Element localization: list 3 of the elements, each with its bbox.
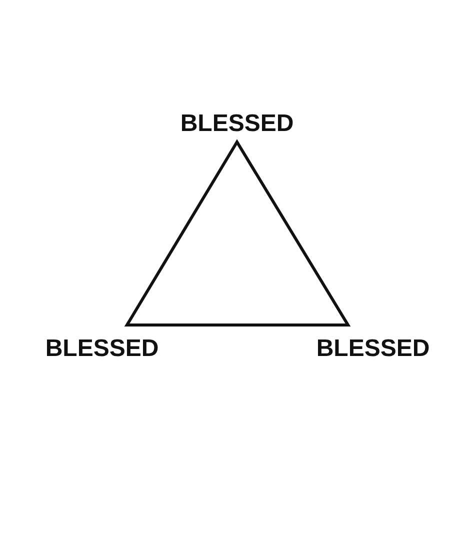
vertex-label: BLESSED — [316, 337, 430, 361]
vertex-label: BLESSED — [45, 337, 159, 361]
vertex-label: BLESSED — [180, 112, 294, 136]
